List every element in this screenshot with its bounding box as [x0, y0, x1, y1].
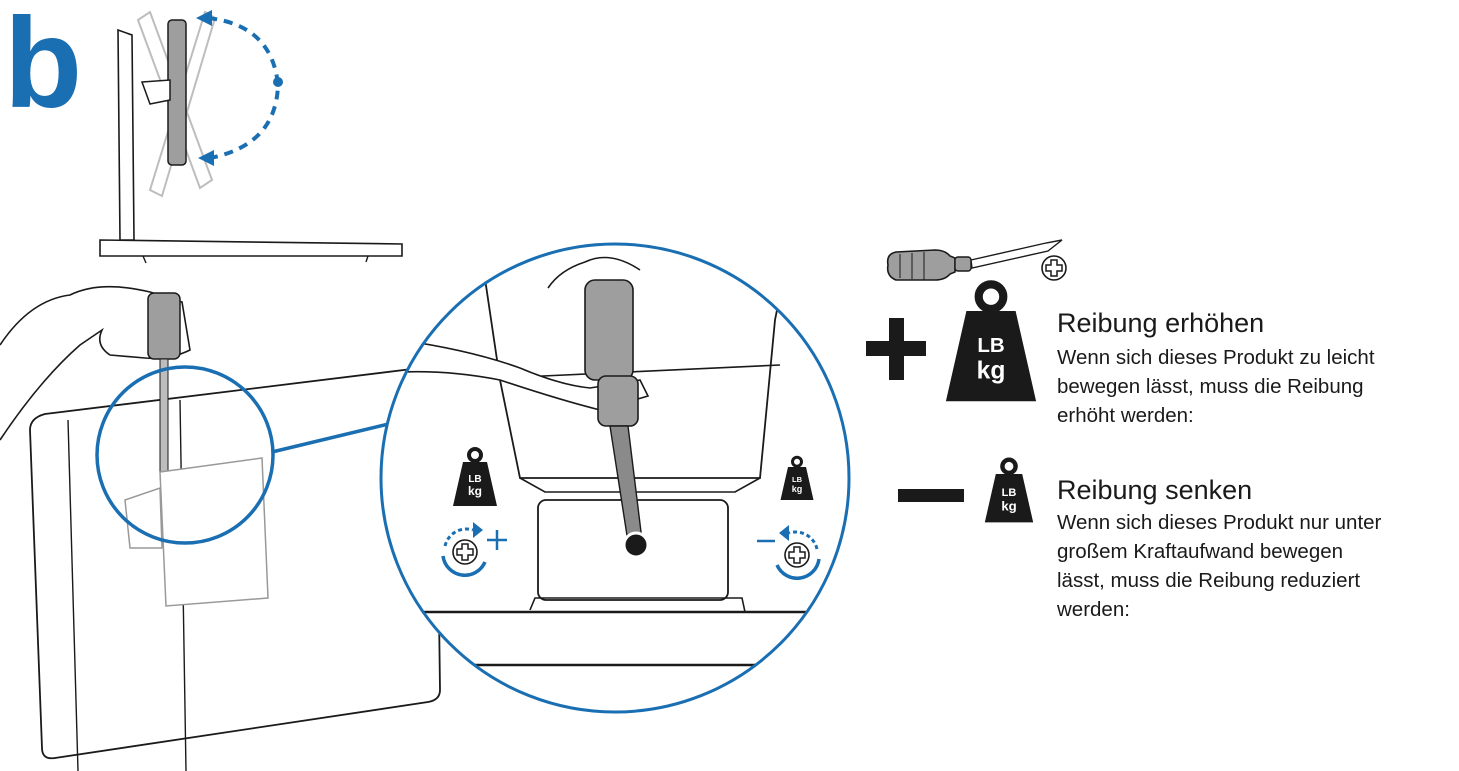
svg-text:LB: LB: [1002, 487, 1017, 499]
decrease-friction-line-1: Wenn sich dieses Produkt nur unter: [1057, 508, 1381, 537]
weight-icon: LB kg: [985, 460, 1033, 523]
decrease-friction-line-3: lässt, muss die Reibung reduziert: [1057, 566, 1360, 595]
monitor-side-view: [100, 10, 402, 263]
decrease-friction-title: Reibung senken: [1057, 475, 1252, 505]
svg-text:kg: kg: [977, 358, 1006, 385]
phillips-screw-icon: [1042, 256, 1066, 280]
svg-text:LB: LB: [977, 334, 1004, 357]
svg-text:kg: kg: [792, 484, 803, 494]
svg-text:kg: kg: [1001, 498, 1016, 513]
svg-text:LB: LB: [792, 475, 803, 484]
svg-text:kg: kg: [468, 484, 482, 498]
decrease-friction-line-2: großem Kraftaufwand bewegen: [1057, 537, 1343, 566]
increase-friction-line-3: erhöht werden:: [1057, 401, 1194, 430]
screwdriver-icon: [888, 240, 1062, 280]
decrease-friction-line-4: werden:: [1057, 595, 1130, 624]
plus-sign-icon: [866, 318, 926, 380]
increase-friction-line-2: bewegen lässt, muss die Reibung: [1057, 372, 1364, 401]
increase-friction-title: Reibung erhöhen: [1057, 308, 1264, 338]
monitor-back-view: [0, 287, 440, 771]
weight-icon: LB kg: [946, 284, 1036, 401]
minus-sign-icon: [898, 489, 964, 502]
zoom-detail: LB kg LB kg: [380, 244, 850, 712]
increase-friction-line-1: Wenn sich dieses Produkt zu leicht: [1057, 343, 1375, 372]
